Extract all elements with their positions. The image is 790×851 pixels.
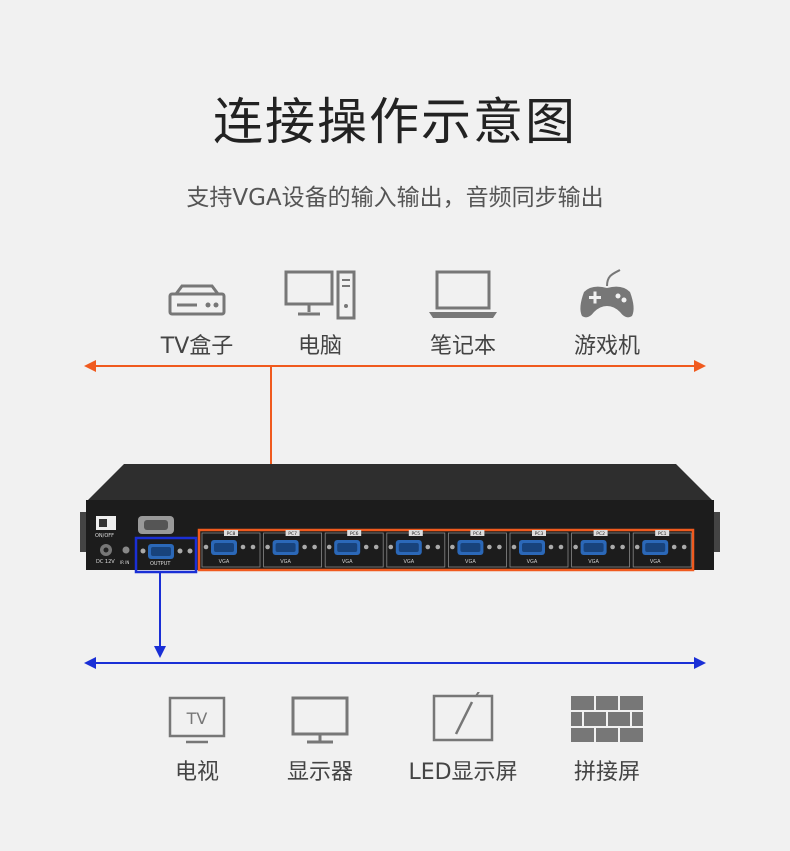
output-monitor: 显示器 <box>255 694 385 786</box>
input-gamepad: 游戏机 <box>542 266 672 360</box>
vga-label: VGA <box>403 559 414 565</box>
port-label: PC2 <box>596 531 605 537</box>
port-label: PC4 <box>473 531 482 537</box>
output-video-wall: 拼接屏 <box>542 694 672 786</box>
vga-label: VGA <box>342 559 353 565</box>
tv-icon: TV <box>168 696 226 744</box>
vga-label: VGA <box>280 559 291 565</box>
input-laptop: 笔记本 <box>398 268 528 360</box>
vga-switch-device: PC8VGAPC7VGAPC6VGAPC5VGAPC4VGAPC3VGAPC2V… <box>80 464 720 574</box>
svg-text:TV: TV <box>186 709 208 728</box>
vga-label: VGA <box>650 559 661 565</box>
dc-label: DC 12V <box>96 559 115 565</box>
ir-port <box>122 546 130 554</box>
laptop-icon <box>429 270 497 318</box>
page-title: 连接操作示意图 <box>213 93 577 151</box>
output-label-tv: 电视 <box>174 760 219 785</box>
input-label-desktop: 电脑 <box>297 334 342 359</box>
output-arrow <box>84 572 706 669</box>
input-label-gamepad: 游戏机 <box>573 334 640 359</box>
output-label-monitor: 显示器 <box>286 760 353 785</box>
video-wall-icon <box>571 696 643 742</box>
port-label: PC1 <box>658 531 667 537</box>
ir-label: IR IN <box>120 560 130 565</box>
tv-box-icon <box>168 284 226 316</box>
port-label: PC7 <box>288 531 297 537</box>
port-label: PC3 <box>535 531 544 537</box>
output-label: OUTPUT <box>150 561 171 567</box>
output-label-video-wall: 拼接屏 <box>573 760 640 785</box>
input-label-laptop: 笔记本 <box>429 334 496 359</box>
desktop-computer-icon <box>284 270 356 320</box>
port-label: PC6 <box>350 531 359 537</box>
page-subtitle: 支持VGA设备的输入输出，音频同步输出 <box>186 185 604 211</box>
output-led-screen: LED显示屏 <box>398 692 528 786</box>
vga-label: VGA <box>465 559 476 565</box>
vga-label: VGA <box>588 559 599 565</box>
vga-label: VGA <box>219 559 230 565</box>
input-label-tv-box: TV盒子 <box>160 334 234 359</box>
input-desktop: 电脑 <box>255 268 385 360</box>
input-highlight <box>197 528 695 572</box>
led-screen-icon <box>432 692 494 742</box>
input-tv-box: TV盒子 <box>132 272 262 360</box>
gamepad-icon <box>580 269 634 318</box>
power-label: ON/OFF <box>95 533 115 539</box>
monitor-icon <box>291 696 349 744</box>
output-highlight <box>134 536 198 574</box>
output-label-led-screen: LED显示屏 <box>408 760 518 785</box>
output-tv: TV 电视 <box>132 694 262 786</box>
port-label: PC8 <box>227 531 236 537</box>
vga-label: VGA <box>527 559 538 565</box>
port-label: PC5 <box>411 531 420 537</box>
